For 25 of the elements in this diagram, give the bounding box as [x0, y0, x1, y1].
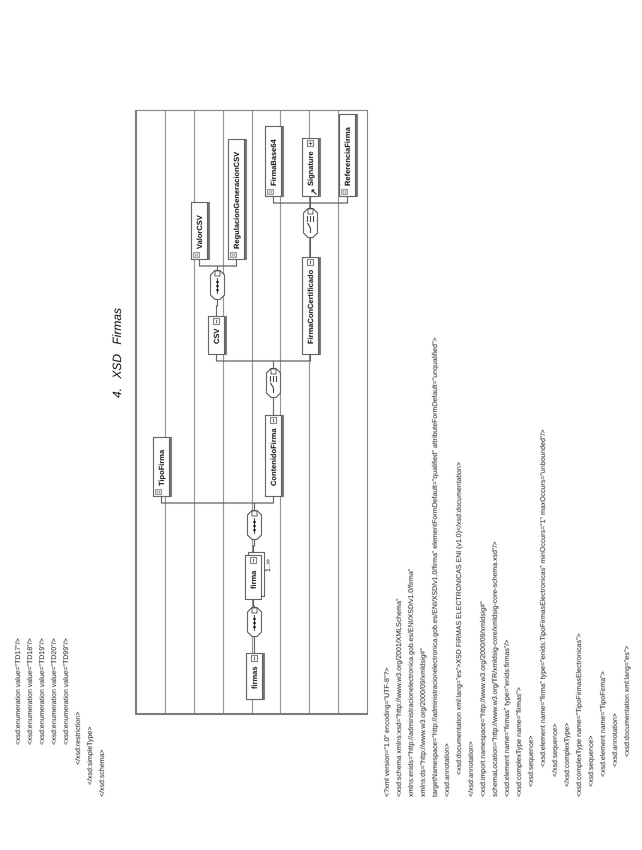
element-box: [265, 415, 282, 497]
connector-line: [310, 238, 311, 258]
section-title: 4. XSD Firmas: [110, 308, 124, 398]
element-box: [245, 555, 262, 600]
connector-line: [253, 600, 255, 608]
connector-line: [273, 398, 274, 416]
choice-compositor: [266, 368, 281, 398]
element-box: [191, 202, 208, 260]
element-box: [208, 316, 225, 355]
connector-line: [273, 354, 311, 368]
element-box: [339, 114, 356, 197]
element-box: [153, 436, 170, 497]
choice-compositor: [303, 208, 318, 238]
element-box: [228, 138, 245, 260]
element-box: [246, 653, 263, 700]
sequence-compositor: [247, 607, 262, 637]
connector-line: [254, 496, 274, 510]
element-box: [265, 126, 282, 197]
element-box: [302, 256, 319, 355]
connector-line: [216, 300, 218, 316]
element-box: [302, 138, 319, 197]
sequence-compositor: [210, 270, 225, 300]
connector-line: [310, 196, 348, 208]
connector-line: [254, 636, 255, 654]
sequence-compositor: [247, 510, 262, 540]
